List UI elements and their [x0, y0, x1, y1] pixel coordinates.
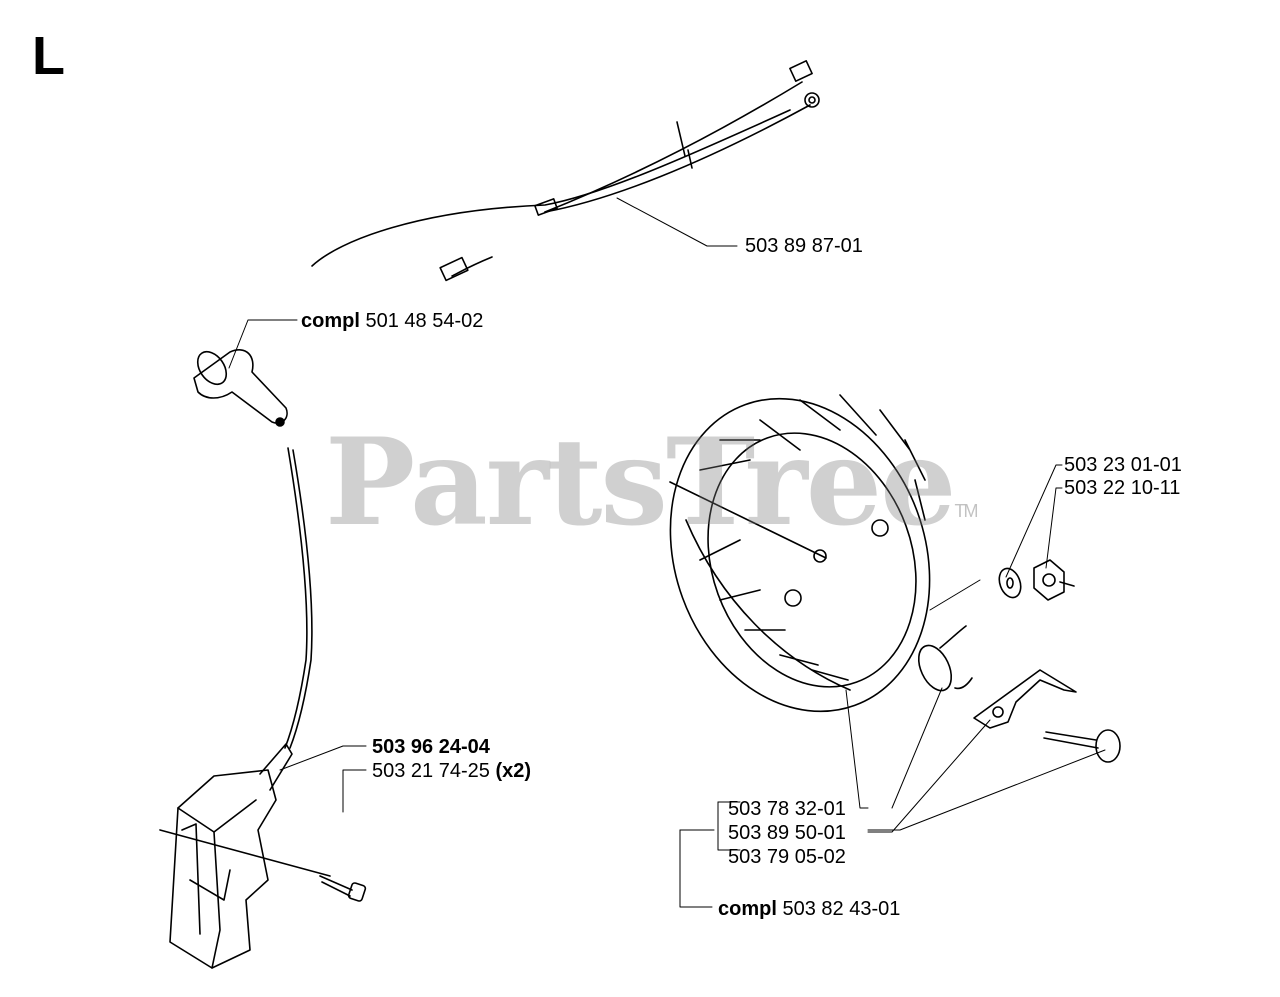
part-prefix: compl: [301, 310, 360, 332]
part-number-flywheel-assembly[interactable]: compl 503 82 43-01: [718, 898, 900, 920]
pawl-illustration: [973, 669, 1077, 729]
part-number-wire-harness[interactable]: 503 89 87-01: [745, 235, 863, 257]
part-number-spark-cap[interactable]: compl 501 48 54-02: [301, 310, 483, 332]
part-number: 503 89 50-01: [728, 822, 846, 844]
part-quantity: (x2): [495, 760, 532, 782]
pawl-spring-illustration: [917, 625, 973, 692]
leader-lines: [228, 197, 1106, 908]
part-prefix: compl: [718, 898, 777, 920]
part-number-washer[interactable]: 503 23 01-01: [1064, 454, 1182, 476]
part-number-pawl-pin[interactable]: 503 79 05-02: [728, 846, 846, 868]
part-number-ignition-module[interactable]: 503 96 24-04: [372, 736, 490, 758]
spark-plug-cap-illustration: [193, 349, 288, 427]
flywheel-illustration: [669, 394, 931, 713]
ignition-lead-illustration: [284, 447, 308, 749]
part-number-module-screw[interactable]: 503 21 74-25 (x2): [372, 760, 531, 782]
watermark: PartsTreeTM: [325, 418, 978, 548]
watermark-text: PartsTree: [325, 412, 956, 553]
part-number-nut[interactable]: 503 22 10-11: [1064, 477, 1180, 499]
section-letter: L: [32, 26, 65, 86]
part-number: 503 22 10-11: [1064, 477, 1181, 499]
part-number: 503 89 87-01: [745, 235, 863, 257]
part-number: 503 78 32-01: [728, 798, 846, 820]
nut-illustration: [1033, 559, 1075, 601]
washer-illustration: [998, 567, 1022, 599]
pawl-pin-illustration: [1043, 729, 1121, 763]
part-number: 503 79 05-02: [728, 846, 846, 868]
part-number: 503 82 43-01: [782, 898, 901, 920]
part-number: 501 48 54-02: [365, 310, 484, 332]
part-number: 503 21 74-25: [372, 760, 490, 782]
part-number-pawl-spring[interactable]: 503 89 50-01: [728, 822, 846, 844]
watermark-tm: TM: [954, 501, 978, 521]
part-number: 503 96 24-04: [372, 736, 490, 758]
wire-harness-illustration: [311, 60, 820, 282]
part-number-flywheel[interactable]: 503 78 32-01: [728, 798, 846, 820]
module-screw-illustration: [319, 875, 367, 902]
part-number: 503 23 01-01: [1064, 454, 1182, 476]
ignition-module-illustration: [159, 743, 331, 969]
